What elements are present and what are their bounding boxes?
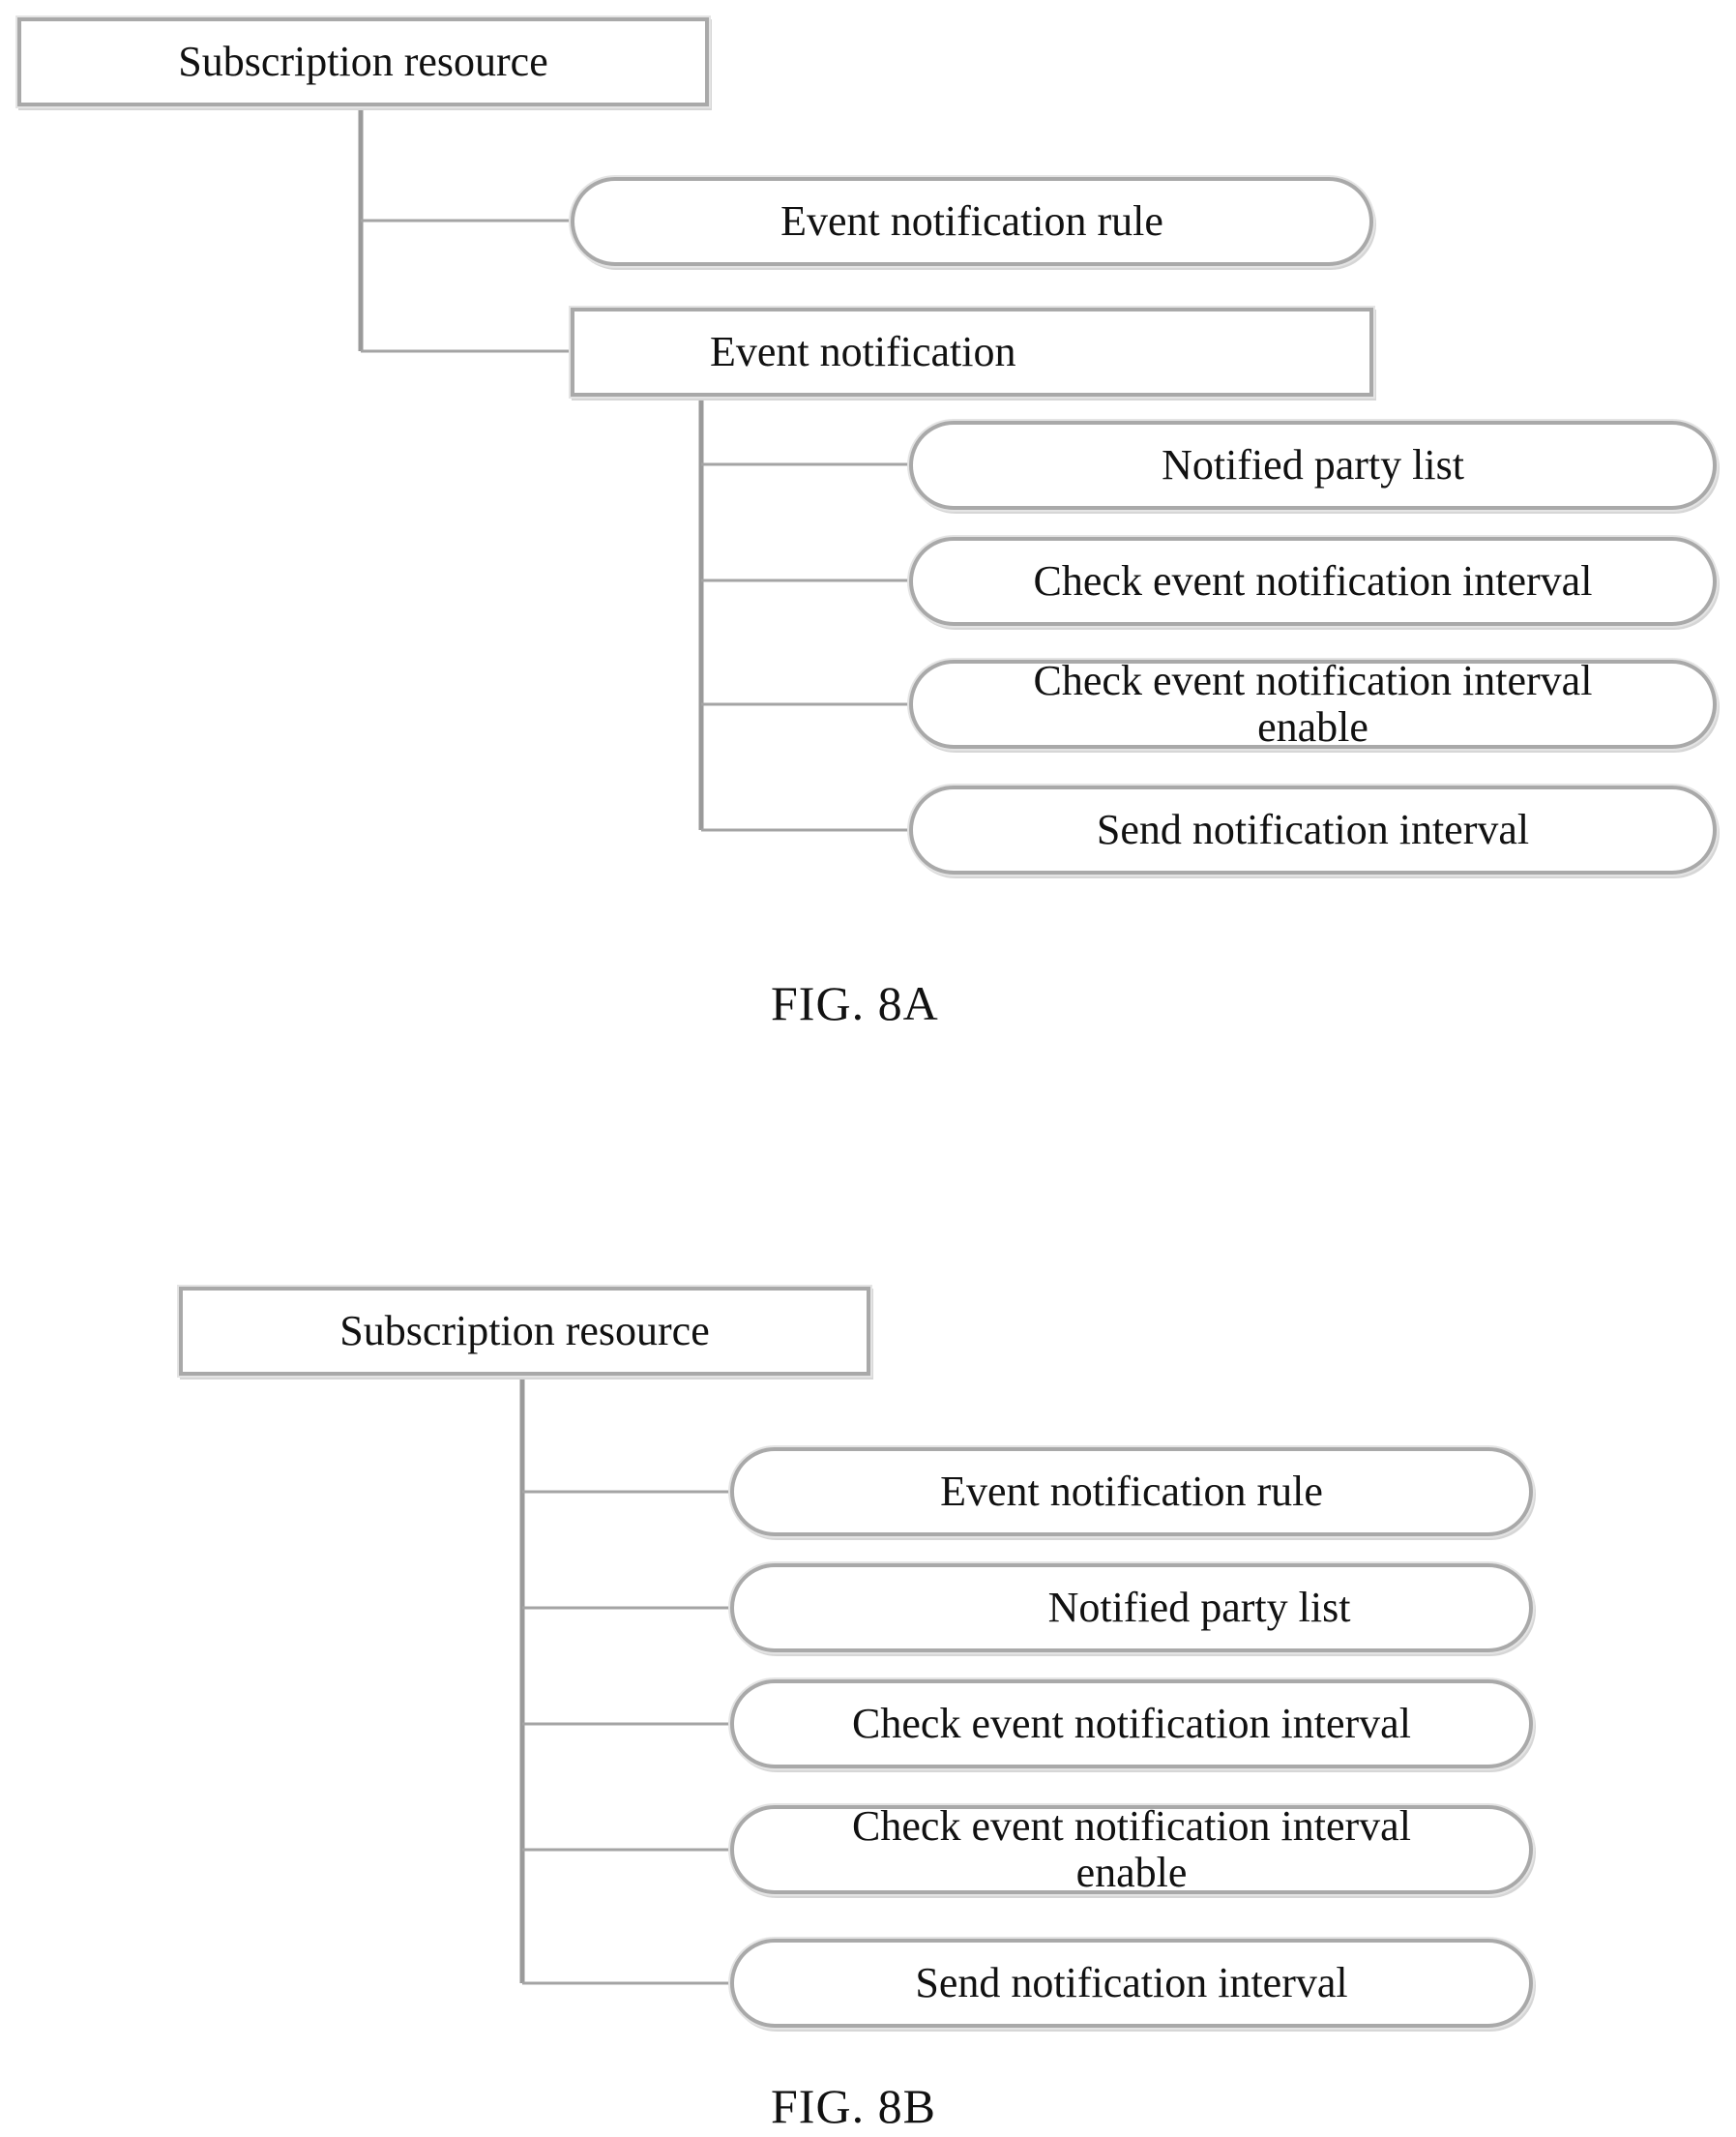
fig-a-event-notification-rule-node: Event notification rule: [571, 177, 1373, 266]
figure-8b: Subscription resource Event notification…: [0, 1258, 1736, 2137]
fig-b-notified-party-list-label: Notified party list: [894, 1585, 1370, 1631]
fig-b-check-interval-label: Check event notification interval: [833, 1701, 1430, 1747]
fig-a-subscription-resource-node: Subscription resource: [17, 17, 709, 106]
fig-a-send-interval-label: Send notification interval: [1077, 807, 1548, 853]
fig-b-subscription-resource-label: Subscription resource: [320, 1308, 728, 1354]
fig-b-send-interval-label: Send notification interval: [896, 1960, 1367, 2006]
fig-b-check-interval-node: Check event notification interval: [730, 1679, 1533, 1768]
fig-b-subscription-resource-node: Subscription resource: [179, 1287, 870, 1376]
fig-a-event-notification-rule-label: Event notification rule: [761, 198, 1183, 245]
fig-a-check-interval-enable-label: Check event notification interval enable: [913, 658, 1713, 752]
fig-a-caption: FIG. 8A: [771, 975, 939, 1031]
fig-a-notified-party-list-node: Notified party list: [909, 421, 1717, 510]
fig-b-check-interval-enable-label: Check event notification interval enable: [734, 1803, 1529, 1897]
fig-a-connectors: [0, 0, 1736, 1045]
fig-a-notified-party-list-label: Notified party list: [1142, 442, 1484, 489]
fig-a-subscription-resource-label: Subscription resource: [159, 39, 567, 85]
figure-8a: Subscription resource Event notification…: [0, 0, 1736, 1045]
fig-a-check-interval-enable-node: Check event notification interval enable: [909, 660, 1717, 749]
fig-b-event-notification-rule-label: Event notification rule: [921, 1469, 1342, 1515]
fig-a-event-notification-node: Event notification: [571, 308, 1373, 397]
fig-b-event-notification-rule-node: Event notification rule: [730, 1447, 1533, 1536]
fig-a-check-interval-node: Check event notification interval: [909, 537, 1717, 626]
fig-b-notified-party-list-node: Notified party list: [730, 1563, 1533, 1652]
fig-a-send-interval-node: Send notification interval: [909, 786, 1717, 875]
fig-b-send-interval-node: Send notification interval: [730, 1939, 1533, 2028]
fig-b-caption: FIG. 8B: [771, 2078, 936, 2134]
fig-a-event-notification-label: Event notification: [574, 329, 1035, 375]
fig-a-check-interval-label: Check event notification interval: [1015, 558, 1612, 605]
fig-b-check-interval-enable-node: Check event notification interval enable: [730, 1805, 1533, 1894]
